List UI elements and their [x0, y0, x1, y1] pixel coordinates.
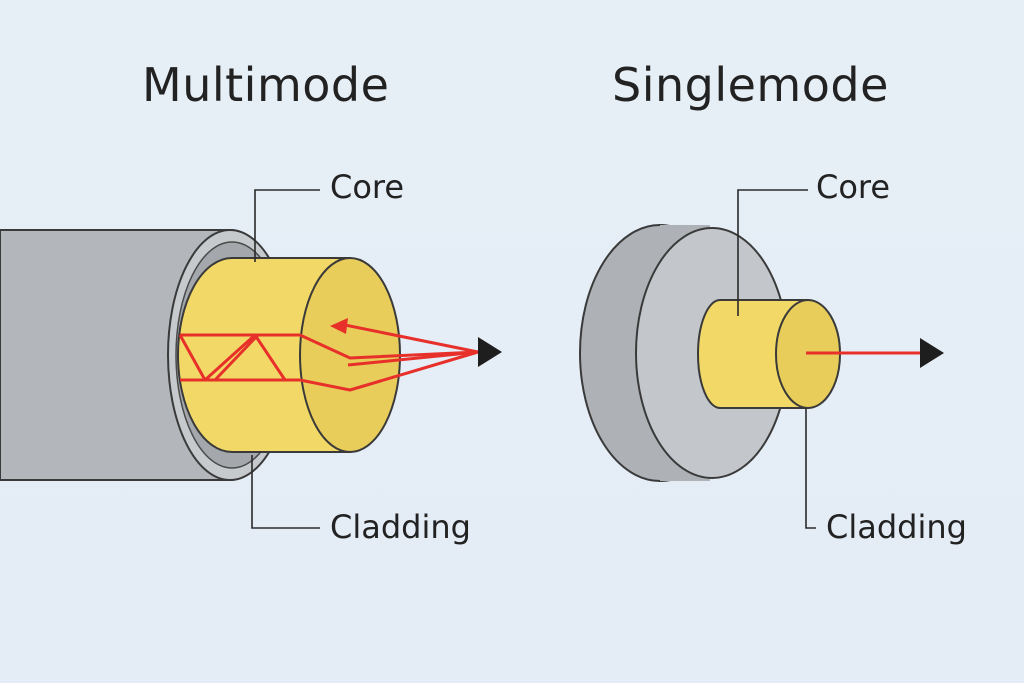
- singlemode-arrowhead: [920, 338, 944, 368]
- singlemode-cladding-label: Cladding: [826, 508, 967, 546]
- multimode-core-label: Core: [330, 168, 405, 206]
- multimode-cladding-label: Cladding: [330, 508, 471, 546]
- multimode-arrowhead: [478, 337, 502, 367]
- singlemode-core-label: Core: [816, 168, 891, 206]
- multimode-title: Multimode: [142, 58, 390, 112]
- singlemode-title: Singlemode: [612, 58, 889, 112]
- singlemode-fiber: [579, 189, 944, 529]
- multimode-fiber: [0, 189, 502, 529]
- multimode-core-leader: [254, 189, 320, 262]
- multimode-output-rays: [299, 322, 479, 392]
- multimode-return-arrowhead: [330, 318, 348, 334]
- multimode-internal-rays: [178, 333, 300, 382]
- singlemode-cladding-leader: [805, 408, 816, 529]
- singlemode-core-leader: [737, 189, 808, 316]
- multimode-cladding-leader: [251, 455, 320, 529]
